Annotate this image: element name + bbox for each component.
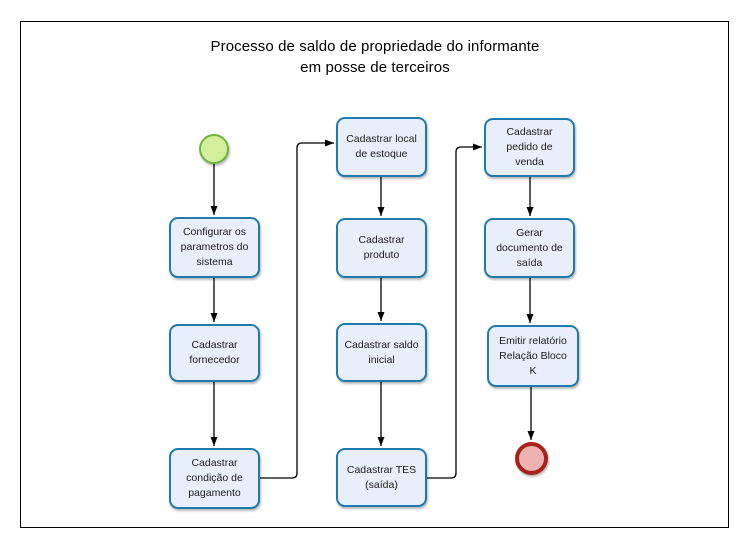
node-configurar-parametros: Configurar os parametros do sistema xyxy=(169,217,260,278)
node-cadastrar-saldo-inicial: Cadastrar saldo inicial xyxy=(336,323,427,382)
node-cadastrar-pedido-venda: Cadastrar pedido de venda xyxy=(484,118,575,177)
diagram-title-line2: em posse de terceiros xyxy=(300,59,450,76)
end-event-circle xyxy=(515,442,548,475)
start-event-circle xyxy=(199,134,229,164)
node-cadastrar-local-estoque: Cadastrar local de estoque xyxy=(336,117,427,177)
node-cadastrar-fornecedor: Cadastrar fornecedor xyxy=(169,324,260,382)
node-gerar-documento-saida: Gerar documento de saída xyxy=(484,218,575,278)
node-cadastrar-condicao-pagamento: Cadastrar condição de pagamento xyxy=(169,448,260,509)
node-cadastrar-tes-saida: Cadastrar TES (saída) xyxy=(336,448,427,507)
diagram-title-line1: Processo de saldo de propriedade do info… xyxy=(210,38,540,55)
diagram-title: Processo de saldo de propriedade do info… xyxy=(0,36,750,78)
node-emitir-relatorio-bloco-k: Emitir relatório Relação Bloco K xyxy=(487,325,579,387)
node-cadastrar-produto: Cadastrar produto xyxy=(336,218,427,278)
